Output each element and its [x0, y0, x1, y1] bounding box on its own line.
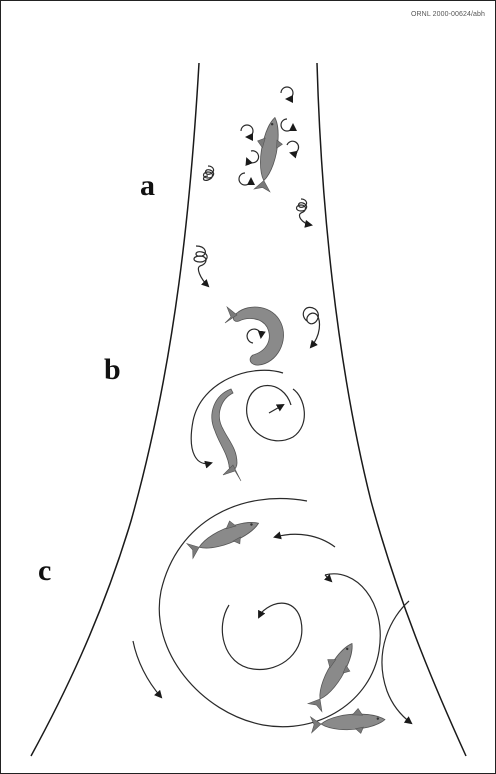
left-channel-wall [30, 62, 200, 757]
vortex-icon [286, 140, 300, 159]
fish-icon [184, 510, 264, 563]
vortex-icon [246, 384, 305, 442]
vortex-icon [295, 198, 313, 228]
vortex-icon [202, 165, 215, 181]
right-channel-wall [316, 62, 467, 757]
fish-icon [211, 388, 238, 471]
document-id: ORNL 2000-00624/abh [410, 11, 485, 18]
section-c-vortex [132, 497, 413, 738]
panel-label-a: a [140, 169, 155, 202]
large-spiral-mid [273, 531, 336, 548]
large-spiral-inner [221, 602, 303, 671]
fish-icon [233, 306, 284, 366]
large-spiral-outer [158, 497, 381, 728]
vortex-icon [238, 172, 255, 186]
vortex-icon [302, 306, 321, 349]
section-b-eddies [190, 306, 321, 482]
vortex-icon [193, 245, 210, 288]
right-eddy [381, 600, 413, 725]
fish-icon [303, 636, 363, 715]
vortex-icon [280, 118, 297, 132]
section-a-eddies [193, 86, 313, 288]
left-eddy [132, 640, 163, 699]
vortex-icon [240, 124, 254, 141]
vortex-icon [190, 369, 284, 469]
vortex-icon [245, 150, 260, 167]
vortex-icon [280, 86, 294, 103]
panel-label-b: b [104, 353, 121, 386]
panel-label-c: c [38, 554, 52, 587]
vortex-icon [246, 328, 266, 344]
